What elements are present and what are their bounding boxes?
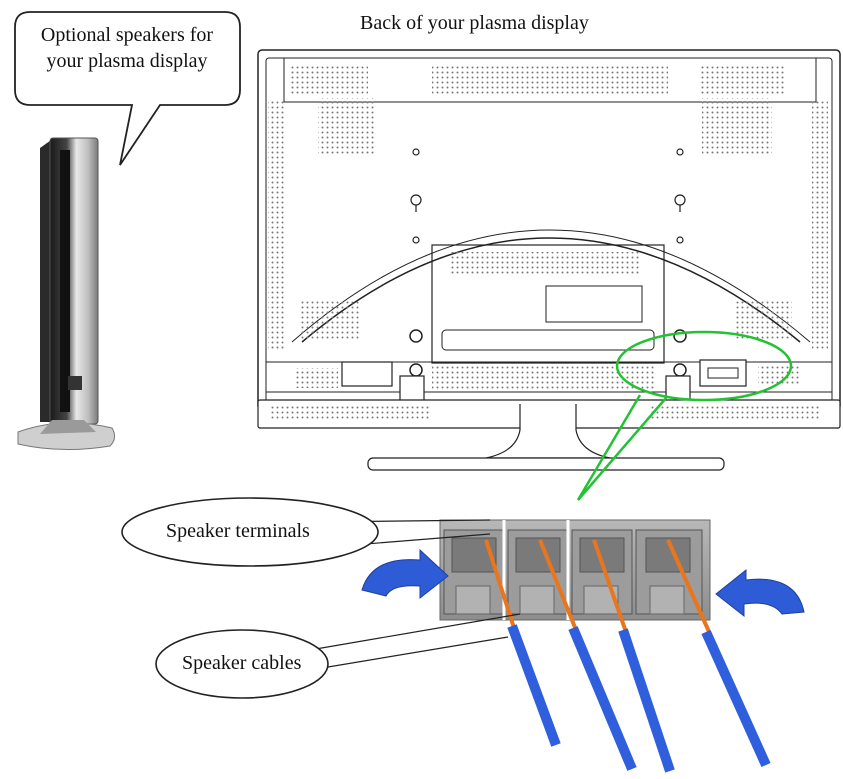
cables-callout-label: Speaker cables <box>182 652 302 674</box>
speaker-cable-icon <box>484 539 771 773</box>
speakers-callout-text: Optional speakers for your plasma displa… <box>20 22 234 74</box>
terminal-highlight <box>576 330 793 501</box>
speaker-icon <box>17 137 116 451</box>
speakers-callout-line1: Optional speakers for <box>40 24 214 46</box>
plasma-display-back-icon <box>257 49 841 471</box>
speaker-terminal-icon <box>439 519 711 621</box>
speakers-callout-line2: your plasma display <box>46 50 208 72</box>
terminals-callout-label: Speaker terminals <box>166 520 310 542</box>
speakers-callout-bubble <box>14 11 241 166</box>
cables-callout <box>155 613 521 699</box>
curved-arrow-icon <box>715 568 805 618</box>
terminals-callout <box>121 497 491 567</box>
diagram-title: Back of your plasma display <box>360 12 589 34</box>
curved-arrow-icon <box>361 548 449 600</box>
